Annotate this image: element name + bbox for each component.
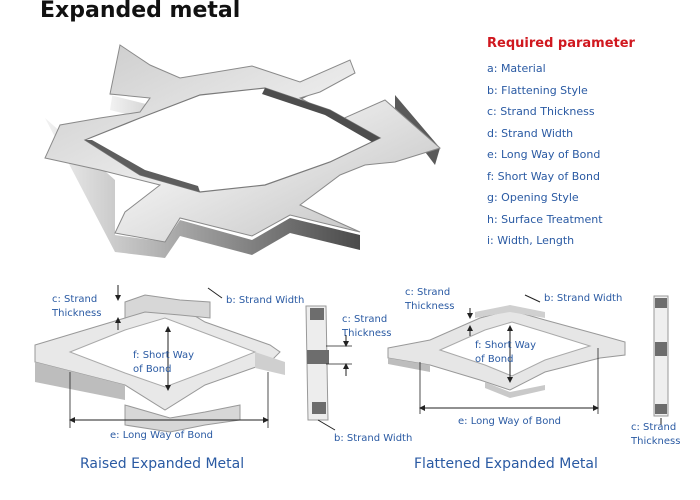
mesh-opening-shadow [262, 88, 380, 142]
raised-width-label: b: Strand Width [226, 295, 304, 306]
raised-section-width-label: b: Strand Width [334, 433, 412, 444]
flattened-mesh-left-edge [388, 358, 430, 372]
parameter-strand-width: d: Strand Width [487, 126, 574, 140]
raised-section: c: Strand Thickness b: Strand Width [305, 305, 412, 444]
flattened-section-mark-middle [655, 342, 667, 356]
raised-section-mark-top [310, 308, 324, 320]
raised-section-mark-middle [307, 350, 329, 364]
mesh-bottom-side-face [45, 118, 360, 258]
raised-mesh-bottom-strand [124, 404, 241, 433]
flattened-long-way-label: e: Long Way of Bond [458, 416, 561, 427]
parameter-opening-style: g: Opening Style [487, 191, 579, 204]
raised-mesh-top-strand [124, 294, 211, 319]
parameters-heading: Required parameter [487, 36, 635, 51]
flattened-caption: Flattened Expanded Metal [414, 456, 598, 472]
raised-short-way-label-2: of Bond [133, 364, 171, 375]
flattened-thickness-label-1: c: Strand [405, 287, 450, 298]
parameters-list: a: Material b: Flattening Style c: Stran… [487, 58, 603, 252]
raised-short-way-label-1: f: Short Way [133, 350, 194, 361]
flattened-short-way-label-2: of Bond [475, 354, 513, 365]
parameter-flattening-style: b: Flattening Style [487, 83, 588, 97]
flattened-mesh-top-edge [475, 305, 545, 318]
flattened-mesh [387, 305, 626, 398]
parameter-surface-treatment: h: Surface Treatment [487, 212, 603, 226]
raised-width-arrow [207, 287, 223, 299]
flattened-dimensions: c: Strand Thickness b: Strand Width f: S… [404, 287, 622, 427]
raised-caption: Raised Expanded Metal [80, 456, 245, 472]
page-title: Expanded metal [40, 0, 241, 23]
raised-thickness-label-2: Thickness [51, 308, 101, 319]
flattened-short-way-label-1: f: Short Way [475, 340, 536, 351]
flattened-section-thickness-label-1: c: Strand [631, 422, 676, 433]
flattened-width-arrow [524, 294, 541, 303]
flattened-section-thickness-label-2: Thickness [630, 436, 680, 447]
raised-mesh-left-edge [35, 362, 125, 400]
raised-section-mark-bottom [312, 402, 326, 414]
flattened-section: c: Strand Thickness [630, 295, 680, 447]
flattened-section-mark-top [655, 298, 667, 308]
parameter-strand-thickness: c: Strand Thickness [487, 105, 595, 118]
parameter-short-way-of-bond: f: Short Way of Bond [487, 169, 600, 183]
flattened-mesh-opening [438, 321, 592, 377]
flattened-section-mark-bottom [655, 404, 667, 414]
parameter-long-way-of-bond: e: Long Way of Bond [487, 148, 601, 161]
raised-thickness-label-1: c: Strand [52, 294, 97, 305]
raised-section-thickness-label-2: Thickness [341, 328, 391, 339]
raised-section-thickness-label-1: c: Strand [342, 314, 387, 325]
mesh-opening-shadow-lower [85, 140, 200, 192]
flattened-mesh-bottom-edge [485, 382, 545, 398]
raised-mesh [34, 294, 285, 433]
parameter-width-length: i: Width, Length [487, 234, 575, 247]
flattened-thickness-label-2: Thickness [404, 301, 454, 312]
flattened-width-label: b: Strand Width [544, 293, 622, 304]
raised-mesh-right-strand [255, 352, 285, 375]
parameter-material: a: Material [487, 62, 546, 75]
raised-section-width-arrow [317, 419, 336, 431]
raised-long-way-label: e: Long Way of Bond [110, 430, 213, 441]
raised-dimensions: c: Strand Thickness b: Strand Width f: S… [51, 285, 304, 441]
large-mesh-cell [44, 44, 442, 258]
